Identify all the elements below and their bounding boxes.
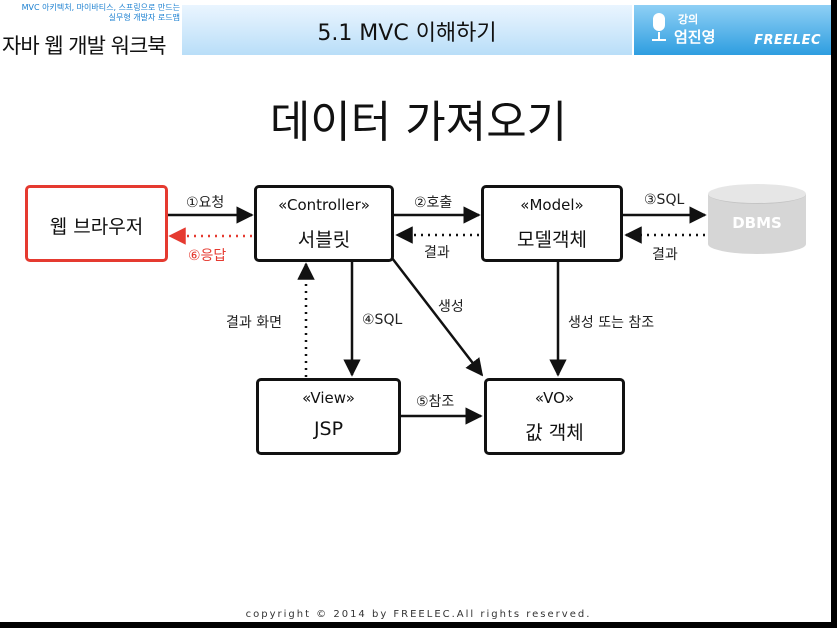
browser-node: 웹 브라우저 (25, 185, 168, 262)
servlet-node: «Controller» 서블릿 (254, 185, 394, 262)
lecturer-name: 엄진영 (674, 28, 716, 46)
jsp-node: «View» JSP (256, 378, 401, 455)
model-node: «Model» 모델객체 (481, 185, 623, 262)
label-sql-db: ③SQL (644, 192, 685, 208)
label-result-screen: 결과 화면 (226, 315, 282, 331)
label-sql-view: ④SQL (362, 312, 403, 328)
book-tagline-line2: 실무형 개발자 로드맵 (108, 13, 180, 22)
servlet-node-name: 서블릿 (297, 229, 351, 251)
screen-edge-right (831, 0, 837, 628)
model-node-name: 모델객체 (517, 229, 587, 251)
label-result-db: 결과 (652, 247, 678, 263)
label-create-or-ref: 생성 또는 참조 (568, 315, 655, 331)
title-bar: 5.1 MVC 이해하기 (182, 5, 632, 55)
section-title: 5.1 MVC 이해하기 (317, 21, 497, 46)
servlet-stereotype: «Controller» (278, 196, 370, 214)
vo-node-name: 값 객체 (525, 422, 584, 444)
lecturer-label: 강의 (678, 13, 699, 26)
label-response: ⑥응답 (188, 248, 227, 264)
browser-node-name: 웹 브라우저 (49, 216, 144, 238)
lecturer-bar: 강의 엄진영 FREELEC (634, 5, 835, 55)
dbms-label: DBMS (732, 214, 782, 232)
slide-title: 데이터 가져오기 (269, 97, 568, 148)
label-reference: ⑤참조 (416, 394, 455, 410)
book-title: 자바 웹 개발 워크북 (2, 34, 167, 58)
screen-edge-bottom (0, 622, 837, 628)
model-stereotype: «Model» (520, 196, 584, 214)
vo-node: «VO» 값 객체 (484, 378, 625, 455)
label-result-model: 결과 (424, 245, 450, 261)
label-request: ①요청 (186, 195, 225, 211)
slide-header: MVC 아키텍처, 마이바티스, 스프링으로 만드는 실무형 개발자 로드맵 자… (0, 0, 837, 58)
label-create: 생성 (438, 299, 464, 315)
brand-logo: FREELEC (754, 33, 821, 48)
jsp-stereotype: «View» (302, 389, 355, 407)
copyright-footer: copyright © 2014 by FREELEC.All rights r… (245, 609, 592, 620)
book-tagline: MVC 아키텍처, 마이바티스, 스프링으로 만드는 실무형 개발자 로드맵 (2, 3, 180, 23)
book-tagline-line1: MVC 아키텍처, 마이바티스, 스프링으로 만드는 (21, 3, 180, 12)
jsp-node-name: JSP (313, 418, 344, 440)
edge-create (391, 257, 484, 377)
dbms-node: DBMS (708, 184, 806, 254)
vo-stereotype: «VO» (534, 389, 575, 407)
label-call: ②호출 (414, 195, 453, 211)
